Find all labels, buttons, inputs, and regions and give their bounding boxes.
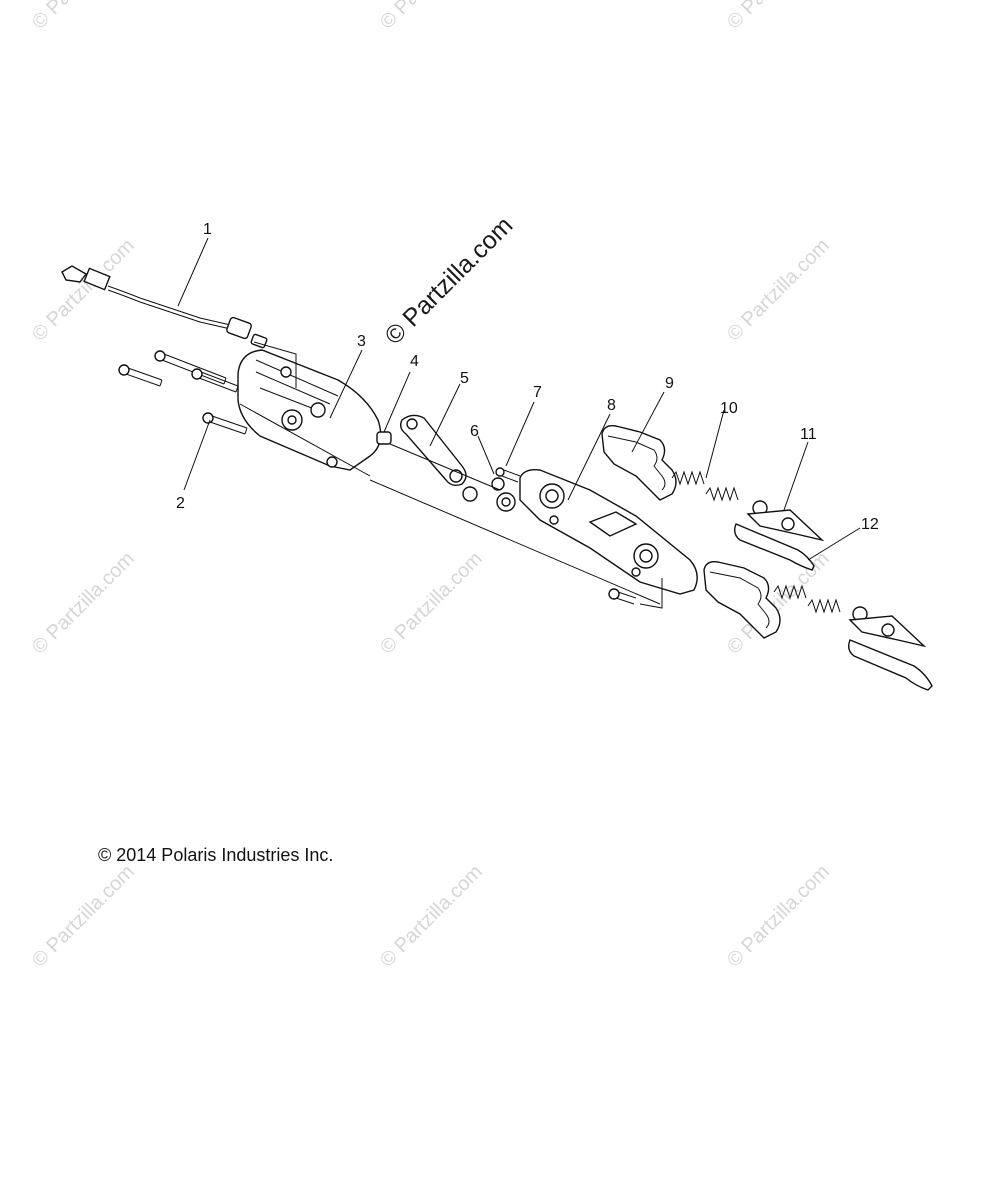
part-finger-upper: [733, 523, 815, 571]
callout-9: 9: [665, 375, 674, 392]
part-gasket-upper: [601, 424, 677, 501]
watermark-faint: © Partzilla.com: [28, 861, 139, 972]
part-gasket-lower: [703, 560, 781, 639]
watermark-faint: © Partzilla.com: [723, 235, 834, 346]
watermark-faint: © Partzilla.com: [28, 0, 139, 34]
part-small-bolt: [495, 467, 521, 483]
watermark-grid: © Partzilla.com © Partzilla.com © Partzi…: [28, 0, 834, 972]
callout-2: 2: [176, 495, 185, 512]
watermark-faint: © Partzilla.com: [28, 548, 139, 659]
part-finger-lower: [847, 639, 933, 691]
watermark-faint: © Partzilla.com: [28, 235, 139, 346]
part-rocker-lower: [848, 606, 927, 648]
watermark-faint: © Partzilla.com: [723, 0, 834, 34]
watermark-faint: © Partzilla.com: [376, 548, 487, 659]
part-springs: [671, 470, 841, 614]
part-link-arm: [399, 414, 467, 487]
callout-10: 10: [720, 400, 738, 417]
watermark-faint: © Partzilla.com: [376, 0, 487, 34]
callout-3: 3: [357, 333, 366, 350]
watermark-faint: © Partzilla.com: [376, 861, 487, 972]
part-nut: [462, 477, 516, 512]
part-bolts: [118, 350, 248, 435]
watermark-faint: © Partzilla.com: [723, 861, 834, 972]
callout-4: 4: [410, 353, 419, 370]
leader-lines: [177, 237, 861, 609]
callout-8: 8: [607, 397, 616, 414]
part-bushing: [376, 431, 392, 445]
part-rocker-upper: [746, 500, 825, 542]
part-carrier: [519, 468, 698, 595]
callout-7: 7: [533, 384, 542, 401]
callout-1: 1: [203, 221, 212, 238]
callout-11: 11: [800, 426, 817, 443]
callout-6: 6: [470, 423, 479, 440]
callout-5: 5: [460, 370, 469, 387]
watermark-main: © Partzilla.com: [379, 211, 518, 350]
part-cable: [61, 265, 268, 349]
part-housing: [237, 349, 382, 471]
callout-labels: 1 2 3 4 5 6 7 8 9 10 11 12: [176, 221, 879, 533]
callout-12: 12: [861, 516, 879, 533]
part-bolt-lower: [608, 588, 637, 605]
copyright-notice: © 2014 Polaris Industries Inc.: [98, 845, 333, 865]
